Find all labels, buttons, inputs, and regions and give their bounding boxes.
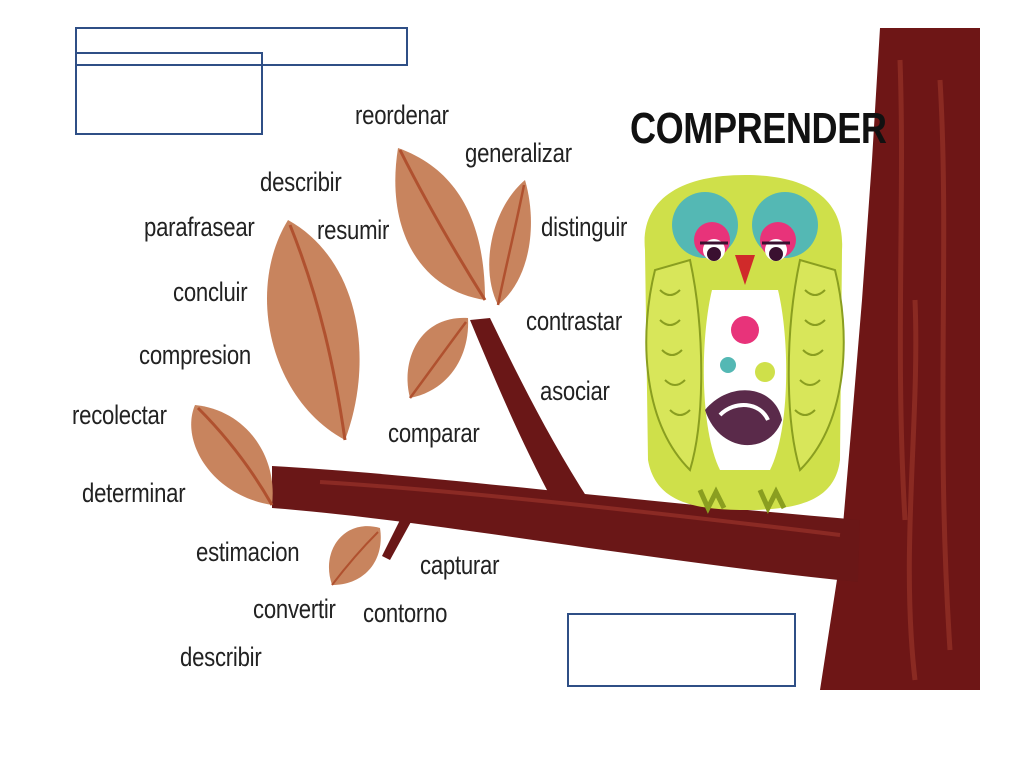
word-capturar: capturar xyxy=(420,550,500,580)
word-asociar: asociar xyxy=(540,376,610,406)
page-title: COMPRENDER xyxy=(630,104,887,153)
word-describir: describir xyxy=(260,167,342,197)
annotation-box-bottom xyxy=(567,613,796,687)
tree-branch xyxy=(272,318,860,582)
word-determinar: determinar xyxy=(82,478,186,508)
word-comparar: comparar xyxy=(388,418,480,448)
word-parafrasear: parafrasear xyxy=(144,212,255,242)
leaf xyxy=(489,180,531,305)
word-reordenar: reordenar xyxy=(355,100,449,130)
word-distinguir: distinguir xyxy=(541,212,628,242)
word-contorno: contorno xyxy=(363,598,448,628)
word-describir-bottom: describir xyxy=(180,642,262,672)
word-concluir: concluir xyxy=(173,277,248,307)
word-compresion: compresion xyxy=(139,340,251,370)
annotation-box-top-wide xyxy=(75,27,408,66)
word-generalizar: generalizar xyxy=(465,138,572,168)
leaf-group xyxy=(191,148,531,586)
annotation-box-top-left xyxy=(75,52,263,135)
word-resumir: resumir xyxy=(317,215,390,245)
word-contrastar: contrastar xyxy=(526,306,622,336)
word-estimacion: estimacion xyxy=(196,537,300,567)
owl-illustration xyxy=(644,175,845,514)
word-recolectar: recolectar xyxy=(72,400,167,430)
word-convertir: convertir xyxy=(253,594,336,624)
leaf xyxy=(191,405,273,505)
tree-trunk xyxy=(820,28,980,690)
